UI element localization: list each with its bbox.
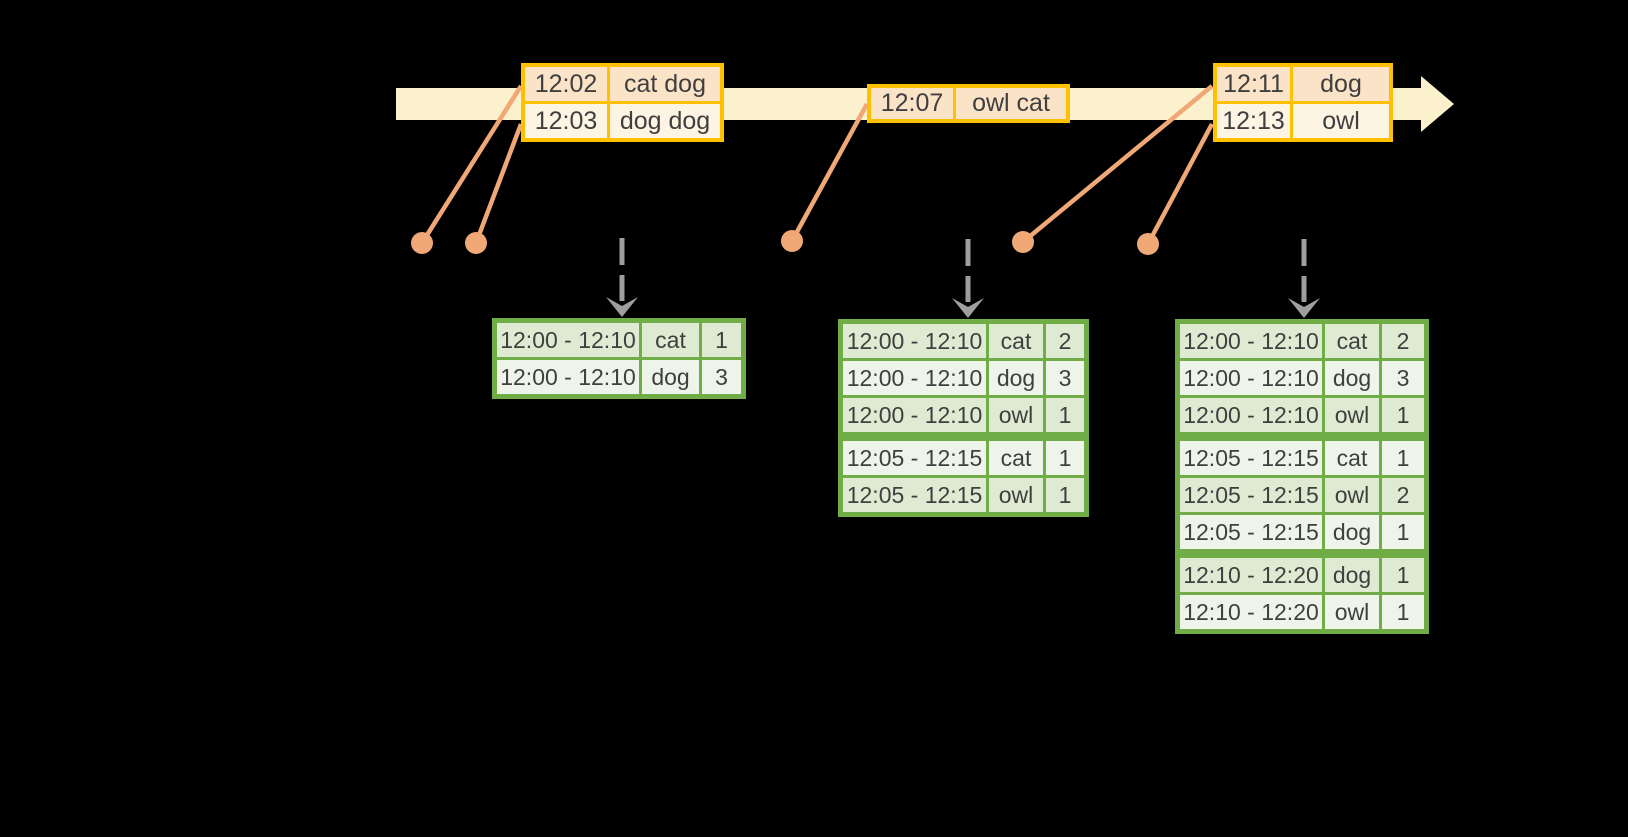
result-word-cell: dog bbox=[1325, 361, 1379, 395]
result-word-cell: dog bbox=[642, 360, 699, 394]
result-word-cell: dog bbox=[1325, 515, 1379, 549]
result-word-cell: cat bbox=[1325, 324, 1379, 358]
result-window-cell: 12:00 - 12:10 bbox=[843, 361, 986, 395]
result-word-cell: cat bbox=[989, 324, 1043, 358]
result-count-cell: 1 bbox=[1382, 595, 1424, 629]
result-count-cell: 3 bbox=[1382, 361, 1424, 395]
result-window-cell: 12:05 - 12:15 bbox=[1180, 441, 1322, 475]
event-markers bbox=[411, 230, 1159, 255]
result-count-cell: 2 bbox=[1382, 478, 1424, 512]
result-word-cell: owl bbox=[1325, 398, 1379, 432]
event-marker-dot bbox=[1012, 231, 1034, 253]
event-connector-line bbox=[1146, 122, 1214, 246]
event-words-cell: cat dog bbox=[610, 67, 720, 101]
event-connector-line bbox=[473, 123, 524, 244]
result-window-cell: 12:00 - 12:10 bbox=[1180, 361, 1322, 395]
event-marker-dot bbox=[1137, 233, 1159, 255]
result-count-cell: 1 bbox=[1046, 478, 1084, 512]
event-time-cell: 12:11 bbox=[1217, 67, 1290, 101]
result-window-cell: 12:05 - 12:15 bbox=[1180, 478, 1322, 512]
result-count-cell: 1 bbox=[1046, 441, 1084, 475]
result-window-cell: 12:00 - 12:10 bbox=[497, 360, 639, 394]
event-connector-line bbox=[790, 102, 869, 243]
timeline-arrowhead-icon bbox=[1421, 76, 1454, 132]
result-count-cell: 1 bbox=[1382, 398, 1424, 432]
result-word-cell: cat bbox=[642, 323, 699, 357]
event-words-cell: dog dog bbox=[610, 104, 720, 138]
trigger-arrows bbox=[606, 238, 1320, 318]
result-word-cell: owl bbox=[1325, 595, 1379, 629]
event-words-cell: owl bbox=[1293, 104, 1389, 138]
result-count-cell: 1 bbox=[702, 323, 741, 357]
result-word-cell: cat bbox=[1325, 441, 1379, 475]
result-window-cell: 12:00 - 12:10 bbox=[497, 323, 639, 357]
event-words-cell: dog bbox=[1293, 67, 1389, 101]
result-count-cell: 1 bbox=[1382, 558, 1424, 592]
result-word-cell: owl bbox=[1325, 478, 1379, 512]
result-window-cell: 12:10 - 12:20 bbox=[1180, 558, 1322, 592]
result-count-cell: 1 bbox=[1382, 515, 1424, 549]
result-word-cell: owl bbox=[989, 478, 1043, 512]
trigger-arrowhead-icon bbox=[1288, 298, 1320, 318]
result-window-cell: 12:00 - 12:10 bbox=[1180, 324, 1322, 358]
result-window-cell: 12:00 - 12:10 bbox=[843, 398, 986, 432]
event-marker-dot bbox=[781, 230, 803, 252]
event-time-cell: 12:03 bbox=[525, 104, 607, 138]
event-marker-dot bbox=[411, 232, 433, 254]
result-word-cell: cat bbox=[989, 441, 1043, 475]
result-count-cell: 3 bbox=[1046, 361, 1084, 395]
result-count-cell: 1 bbox=[1382, 441, 1424, 475]
result-count-cell: 2 bbox=[1046, 324, 1084, 358]
trigger-arrowhead-icon bbox=[606, 297, 638, 317]
event-time-cell: 12:02 bbox=[525, 67, 607, 101]
event-marker-dot bbox=[465, 232, 487, 254]
event-words-cell: owl cat bbox=[956, 88, 1066, 119]
result-window-cell: 12:00 - 12:10 bbox=[1180, 398, 1322, 432]
event-time-cell: 12:07 bbox=[871, 88, 953, 119]
result-window-cell: 12:05 - 12:15 bbox=[1180, 515, 1322, 549]
result-window-cell: 12:05 - 12:15 bbox=[843, 478, 986, 512]
result-window-cell: 12:10 - 12:20 bbox=[1180, 595, 1322, 629]
result-word-cell: dog bbox=[989, 361, 1043, 395]
result-count-cell: 3 bbox=[702, 360, 741, 394]
result-window-cell: 12:00 - 12:10 bbox=[843, 324, 986, 358]
result-count-cell: 1 bbox=[1046, 398, 1084, 432]
result-window-cell: 12:05 - 12:15 bbox=[843, 441, 986, 475]
trigger-arrowhead-icon bbox=[952, 298, 984, 318]
event-time-cell: 12:13 bbox=[1217, 104, 1290, 138]
result-word-cell: owl bbox=[989, 398, 1043, 432]
result-count-cell: 2 bbox=[1382, 324, 1424, 358]
result-word-cell: dog bbox=[1325, 558, 1379, 592]
